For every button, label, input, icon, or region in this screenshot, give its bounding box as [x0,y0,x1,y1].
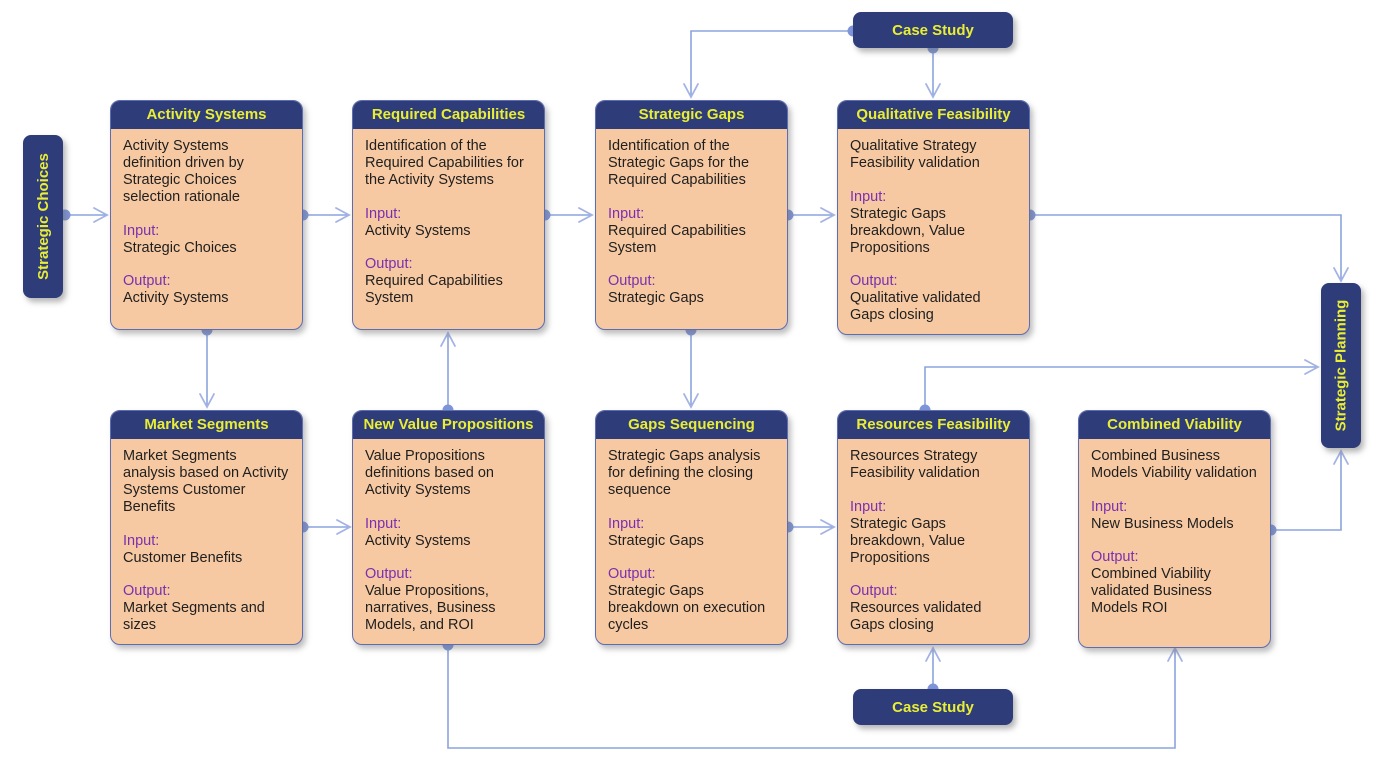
node-title: Resources Feasibility [838,411,1029,439]
input-value: New Business Models [1091,516,1234,532]
output-value: Qualitative validated Gaps closing [850,290,981,323]
node-output: Output:Resources validated Gaps closing [850,583,1017,634]
node-title: Required Capabilities [353,101,544,129]
input-value: Strategic Gaps breakdown, Value Proposit… [850,206,966,256]
node-description: Activity Systems definition driven by St… [123,138,244,205]
output-label: Output: [608,566,656,582]
output-label: Output: [123,273,171,289]
node-input: Input:Activity Systems [365,516,532,550]
node-output: Output:Value Propositions, narratives, B… [365,566,532,634]
input-value: Required Capabilities System [608,223,746,256]
input-label: Input: [1091,499,1128,515]
node-description: Identification of the Required Capabilit… [365,138,524,188]
output-value: Market Segments and sizes [123,600,265,633]
input-value: Strategic Gaps [608,533,704,549]
node-output: Output:Strategic Gaps [608,273,775,307]
output-value: Required Capabilities System [365,273,503,306]
input-value: Strategic Gaps breakdown, Value Proposit… [850,516,966,566]
input-value: Activity Systems [365,223,471,239]
node-resources-feasibility: Resources Feasibility Resources Strategy… [837,410,1030,645]
node-output: Output:Strategic Gaps breakdown on execu… [608,566,775,634]
node-description: Resources Strategy Feasibility validatio… [850,448,980,481]
node-case-study-bottom: Case Study [853,689,1013,725]
node-label: Strategic Planning [1332,299,1350,432]
node-title: New Value Propositions [353,411,544,439]
input-value: Strategic Choices [123,240,237,256]
input-label: Input: [850,499,887,515]
input-label: Input: [608,206,645,222]
output-value: Resources validated Gaps closing [850,600,982,633]
output-label: Output: [1091,549,1139,565]
node-input: Input:New Business Models [1091,499,1258,533]
output-label: Output: [365,256,413,272]
node-gaps-sequencing: Gaps Sequencing Strategic Gaps analysis … [595,410,788,645]
node-strategic-choices: Strategic Choices [23,135,63,298]
node-description: Identification of the Strategic Gaps for… [608,138,750,188]
node-strategic-planning: Strategic Planning [1321,283,1361,448]
output-value: Activity Systems [123,290,229,306]
node-label: Case Study [892,698,974,716]
output-value: Strategic Gaps breakdown on execution cy… [608,583,766,633]
node-description: Value Propositions definitions based on … [365,448,494,498]
node-case-study-top: Case Study [853,12,1013,48]
output-label: Output: [608,273,656,289]
input-value: Activity Systems [365,533,471,549]
node-title: Activity Systems [111,101,302,129]
input-label: Input: [123,223,160,239]
node-activity-systems: Activity Systems Activity Systems defini… [110,100,303,330]
node-qualitative-feasibility: Qualitative Feasibility Qualitative Stra… [837,100,1030,335]
input-value: Customer Benefits [123,550,243,566]
output-value: Value Propositions, narratives, Business… [365,583,496,633]
output-value: Combined Viability validated Business Mo… [1091,566,1212,616]
node-input: Input:Strategic Choices [123,223,290,257]
node-title: Gaps Sequencing [596,411,787,439]
node-new-value-propositions: New Value Propositions Value Proposition… [352,410,545,645]
node-description: Strategic Gaps analysis for defining the… [608,448,761,498]
node-description: Qualitative Strategy Feasibility validat… [850,138,980,171]
node-label: Case Study [892,21,974,39]
node-input: Input:Strategic Gaps breakdown, Value Pr… [850,189,1017,257]
node-title: Combined Viability [1079,411,1270,439]
node-combined-viability: Combined Viability Combined Business Mod… [1078,410,1271,648]
node-required-capabilities: Required Capabilities Identification of … [352,100,545,330]
node-input: Input:Strategic Gaps [608,516,775,550]
node-input: Input:Customer Benefits [123,533,290,567]
output-label: Output: [123,583,171,599]
input-label: Input: [850,189,887,205]
node-title: Qualitative Feasibility [838,101,1029,129]
node-input: Input:Activity Systems [365,206,532,240]
node-market-segments: Market Segments Market Segments analysis… [110,410,303,645]
input-label: Input: [365,206,402,222]
node-label: Strategic Choices [34,153,52,280]
node-title: Market Segments [111,411,302,439]
node-input: Input:Strategic Gaps breakdown, Value Pr… [850,499,1017,567]
node-output: Output:Required Capabilities System [365,256,532,307]
node-output: Output:Combined Viability validated Busi… [1091,549,1258,617]
output-value: Strategic Gaps [608,290,704,306]
output-label: Output: [850,273,898,289]
node-input: Input:Required Capabilities System [608,206,775,257]
node-strategic-gaps: Strategic Gaps Identification of the Str… [595,100,788,330]
output-label: Output: [365,566,413,582]
input-label: Input: [365,516,402,532]
input-label: Input: [123,533,160,549]
input-label: Input: [608,516,645,532]
node-description: Combined Business Models Viability valid… [1091,448,1257,481]
node-description: Market Segments analysis based on Activi… [123,448,289,515]
node-title: Strategic Gaps [596,101,787,129]
output-label: Output: [850,583,898,599]
node-output: Output:Qualitative validated Gaps closin… [850,273,1017,324]
node-output: Output:Market Segments and sizes [123,583,290,634]
node-output: Output:Activity Systems [123,273,290,307]
